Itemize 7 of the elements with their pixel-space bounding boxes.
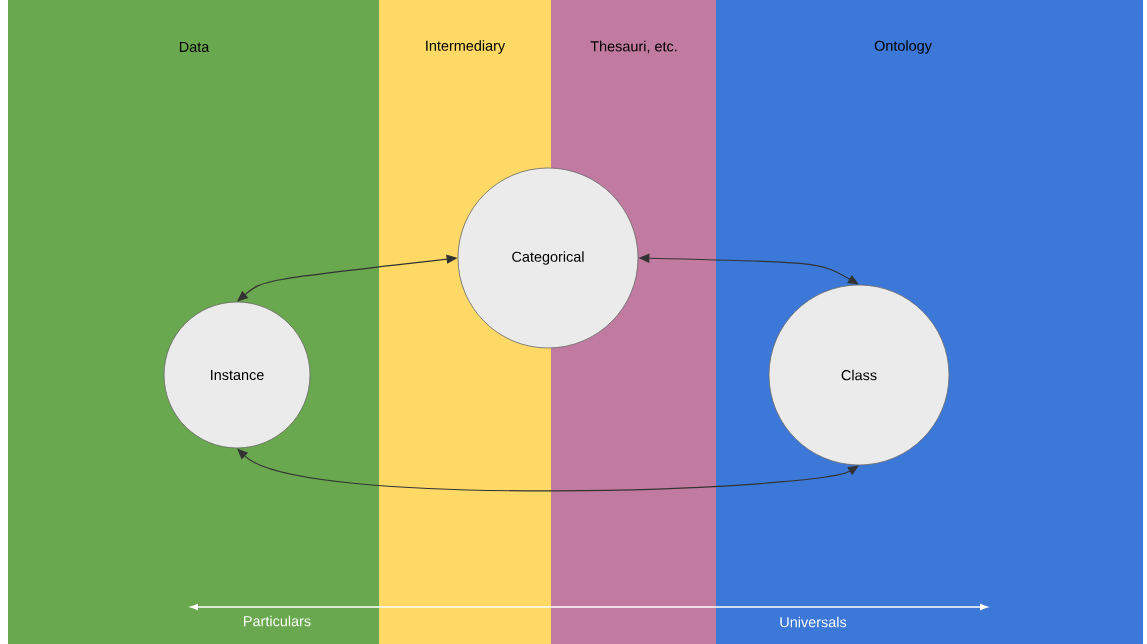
column-heading: Thesauri, etc. [590, 40, 677, 54]
column-heading: Ontology [874, 40, 932, 54]
axis-label: Universals [780, 616, 847, 628]
column-heading: Data [179, 41, 210, 53]
axis-label: Particulars [244, 615, 311, 627]
column-heading: Intermediary [426, 40, 506, 54]
arrow [237, 448, 859, 492]
